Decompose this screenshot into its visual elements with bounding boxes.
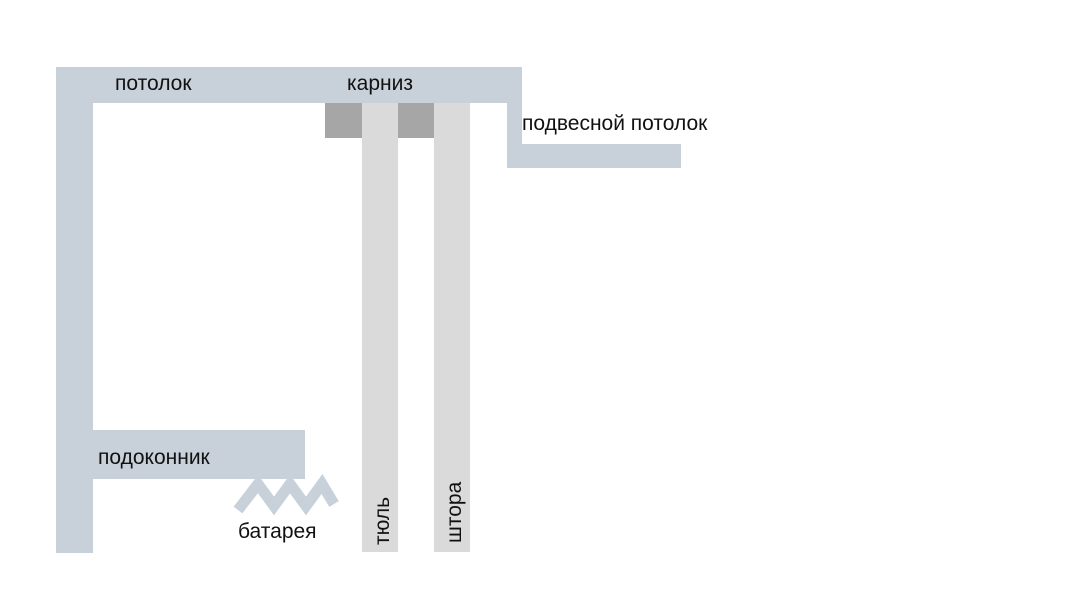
radiator-icon [233, 474, 339, 516]
windowsill [93, 430, 305, 479]
suspended-ceiling-label: подвесной потолок [522, 112, 708, 135]
cornice-label: карниз [347, 72, 413, 95]
curtain-label: штора [443, 481, 466, 543]
tulle-label: тюль [371, 496, 394, 545]
ceiling-label: потолок [115, 72, 192, 95]
cornice-bracket-left [325, 103, 362, 138]
tulle-strip [362, 103, 398, 552]
suspended-ceiling-drop [507, 67, 522, 168]
radiator-zigzag [233, 474, 339, 516]
ceiling-beam [56, 67, 522, 103]
suspended-ceiling-panel [507, 144, 681, 168]
windowsill-label: подоконник [98, 446, 210, 469]
radiator-label: батарея [238, 520, 317, 543]
left-wall [56, 67, 93, 553]
curtain-strip [434, 103, 470, 552]
cornice-bracket-right [398, 103, 434, 138]
